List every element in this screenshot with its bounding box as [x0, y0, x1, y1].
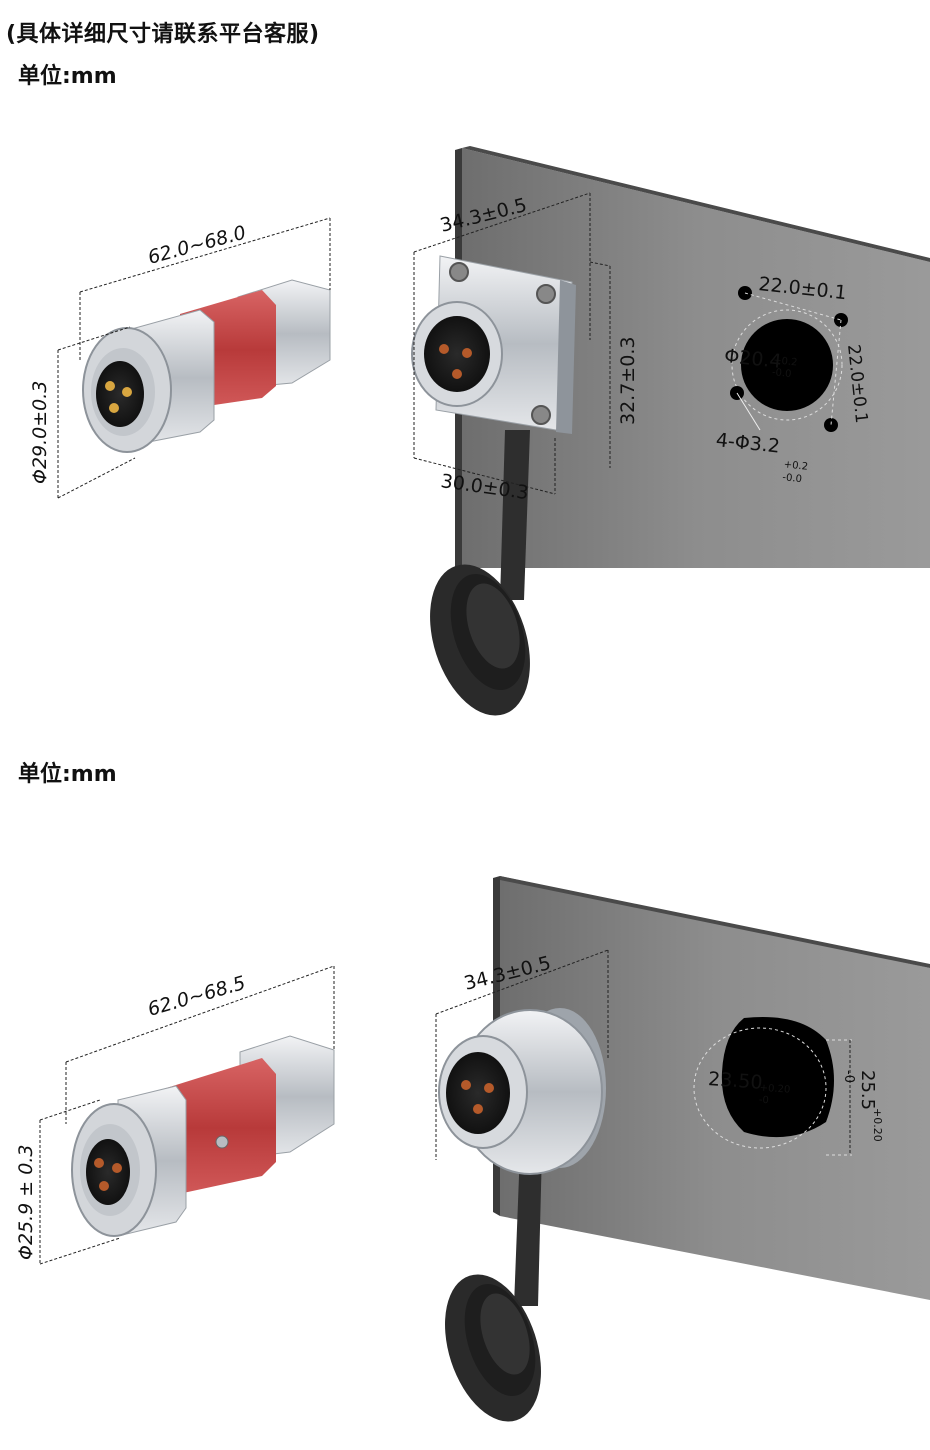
- socket-1-dimension-lines: [413, 192, 611, 495]
- cutout-2-tol-plus: +0.20: [759, 1083, 790, 1096]
- plug-2-dimension-lines: [39, 965, 335, 1265]
- unit-label-top: 单位:mm: [18, 64, 117, 89]
- plug-length-label: 62.0~68.0: [146, 222, 249, 269]
- cutout-2-tol-minus: -0: [758, 1095, 769, 1107]
- plug-1-dimension-lines: [57, 217, 331, 499]
- flat-height-tol-plus: +0.20: [871, 1108, 884, 1142]
- socket-2-dimension-lines: [435, 949, 609, 1160]
- cutout-tol-minus: -0.0: [771, 367, 792, 380]
- cutout-tol-plus: +0.2: [773, 355, 798, 368]
- round-nut-socket: [438, 1008, 606, 1175]
- unit-label-bottom: 单位:mm: [18, 762, 117, 787]
- flat-height-dimension: 25.5 -0 +0.20: [841, 1070, 884, 1142]
- flat-height-label: 25.5: [857, 1070, 878, 1110]
- socket-height-label: 32.7±0.3: [617, 337, 639, 425]
- panel-cutout-1: [730, 286, 848, 432]
- socket-dust-cap-2: [445, 1150, 542, 1422]
- cable-plug-1: [82, 279, 331, 453]
- square-flange-socket: [411, 255, 576, 434]
- cable-plug-2: [71, 1035, 335, 1237]
- plug-diameter-label: Φ29.0±0.3: [29, 381, 51, 484]
- mount-hole: [824, 418, 838, 432]
- plug-2-length-label: 62.0~68.5: [145, 972, 248, 1021]
- mount-tol-minus: -0.0: [782, 472, 803, 485]
- plug-2-diameter-label: Φ25.9 ± 0.3: [15, 1145, 37, 1260]
- dimension-note: (具体详细尺寸请联系平台客服): [6, 22, 320, 47]
- cutout-2-main-label: 23.50: [707, 1068, 763, 1094]
- mount-tol-plus: +0.2: [783, 459, 808, 472]
- cutout-dimension-2: 23.50 +0.20 -0: [707, 1068, 790, 1107]
- flat-height-tol-minus: -0: [841, 1070, 856, 1083]
- socket-dust-cap-1: [430, 430, 530, 716]
- mounting-panel-1: [455, 146, 930, 568]
- panel-cutout-2: [693, 1016, 852, 1156]
